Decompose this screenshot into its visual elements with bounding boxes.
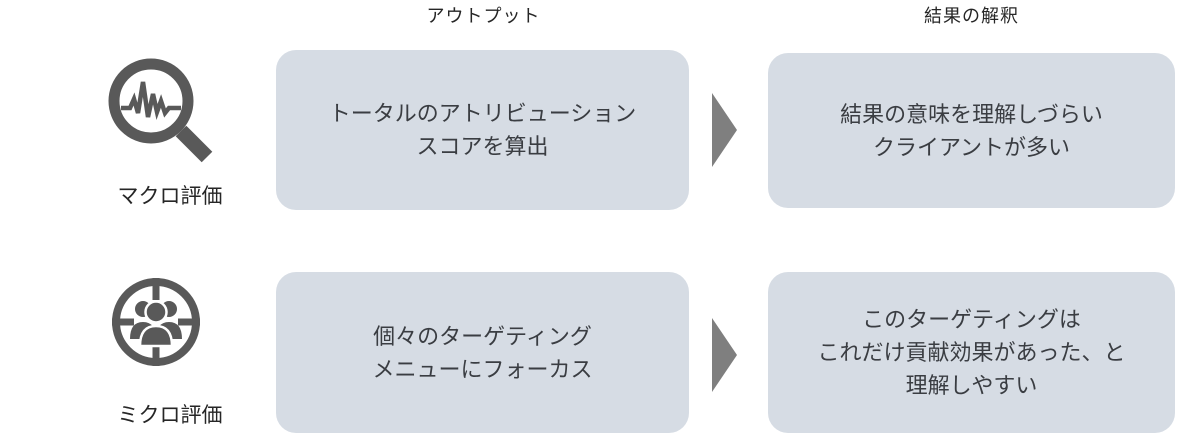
column-header-interpretation: 結果の解釈 [924,6,1019,26]
micro-interpretation-box: このターゲティングは これだけ貢献効果があった、と 理解しやすい [768,272,1175,433]
target-people-icon [112,278,200,366]
macro-row-label: マクロ評価 [117,185,223,208]
right-arrow-icon [712,93,737,167]
micro-icon-block [110,276,202,383]
column-header-output: アウトプット [426,6,541,26]
macro-interpretation-box: 結果の意味を理解しづらい クライアントが多い [768,53,1175,208]
right-arrow-icon [712,318,737,392]
micro-output-box: 個々のターゲティング メニューにフォーカス [276,272,689,433]
macro-output-box: トータルのアトリビューション スコアを算出 [276,50,689,210]
magnifier-waveform-icon [108,58,213,163]
macro-icon-block [104,56,216,179]
micro-row-label: ミクロ評価 [117,404,223,427]
